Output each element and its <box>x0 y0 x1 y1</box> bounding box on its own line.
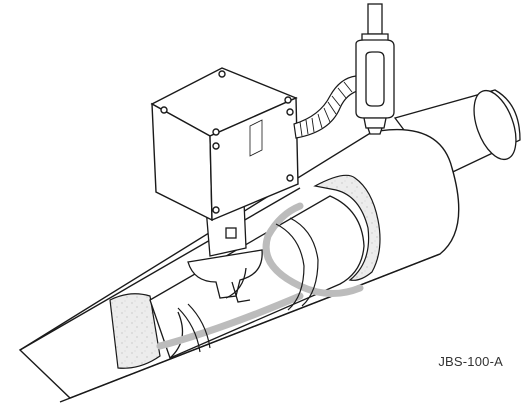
junction-box <box>150 67 299 222</box>
conduit-body <box>355 3 395 135</box>
flexible-conduit <box>293 75 361 139</box>
pipe-strap <box>177 217 319 353</box>
model-code-label: JBS-100-A <box>438 354 503 369</box>
heating-cable <box>156 202 364 350</box>
insulation-cut-edge <box>109 174 381 369</box>
